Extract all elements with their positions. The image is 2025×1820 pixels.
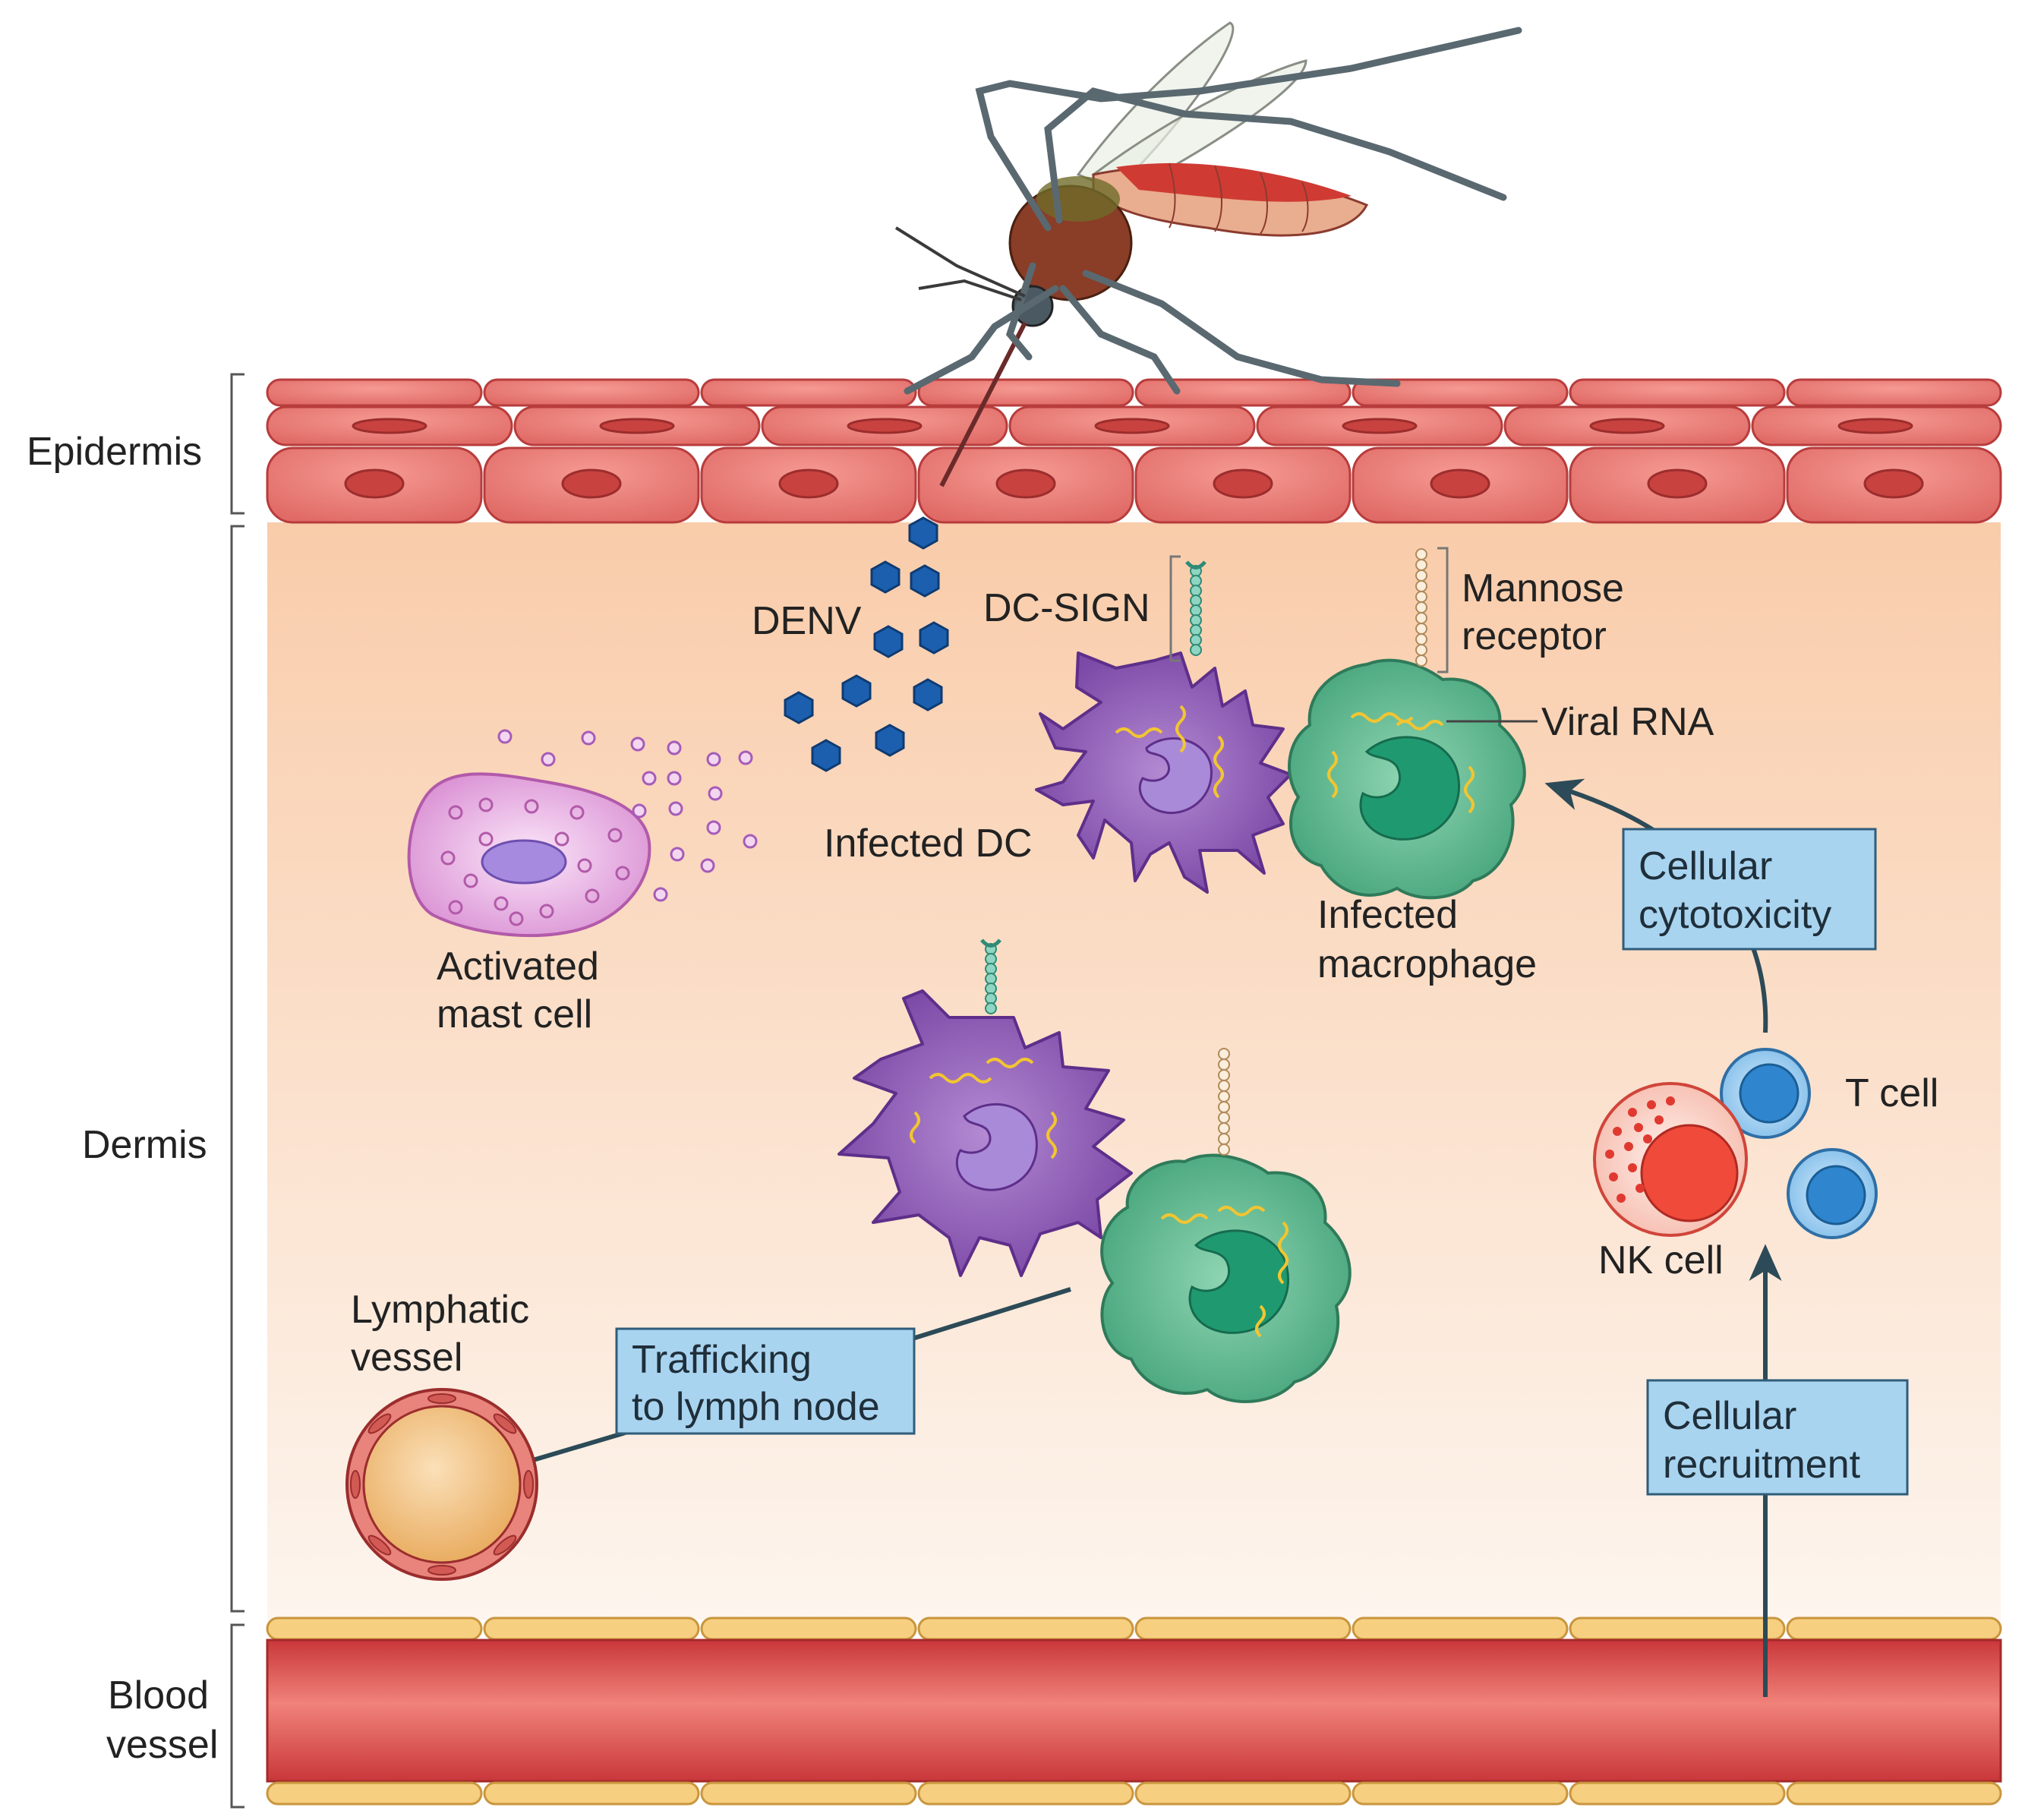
epidermis-label: Epidermis (27, 430, 202, 474)
lymphatic-vessel (345, 1388, 538, 1581)
blood-vessel-label-line1: Blood (108, 1673, 209, 1717)
infected-macrophage-label-line2: macrophage (1317, 942, 1537, 986)
infected-dc-label: Infected DC (824, 822, 1033, 866)
infected-macrophage-label-line1: Infected (1317, 893, 1458, 937)
mosquito-icon (894, 21, 1522, 487)
blood-vessel-layer (266, 1617, 2002, 1806)
dc-sign-bracket (1169, 555, 1181, 662)
infected-macrophage-bottom (1100, 1048, 1352, 1403)
layer-brackets (230, 373, 244, 1809)
t-cell-1 (1720, 1048, 1811, 1139)
cellular-cytotoxicity-line2: cytotoxicity (1639, 893, 1831, 937)
lymphatic-vessel-label-line2: vessel (351, 1336, 462, 1380)
nk-cell-label: NK cell (1598, 1238, 1724, 1282)
infected-dc-bottom (837, 938, 1133, 1277)
mannose-receptor-label-line1: Mannose (1462, 566, 1624, 610)
cellular-recruitment-box: Cellular recruitment (1646, 1379, 1909, 1496)
infected-dc-top (1035, 560, 1292, 894)
trafficking-line2: to lymph node (632, 1385, 880, 1429)
cellular-cytotoxicity-line1: Cellular (1639, 844, 1772, 888)
dermis-label: Dermis (82, 1123, 207, 1167)
t-cell-label: T cell (1845, 1071, 1938, 1115)
mast-cell-label-line1: Activated (437, 945, 599, 989)
t-cell-2 (1787, 1148, 1878, 1239)
trafficking-line1: Trafficking (632, 1338, 812, 1382)
mannose-receptor-label-line2: receptor (1462, 614, 1607, 658)
denv-virus-particles (784, 516, 949, 772)
activated-mast-cell (407, 729, 758, 938)
dc-sign-label: DC-SIGN (983, 586, 1150, 630)
blood-vessel-label-line2: vessel (106, 1723, 218, 1767)
mast-cell-label-line2: mast cell (437, 992, 592, 1036)
epidermis-layer (266, 378, 2002, 524)
infected-macrophage-top (1288, 548, 1526, 900)
mannose-bracket (1437, 547, 1449, 673)
denv-label: DENV (752, 599, 862, 643)
trafficking-box: Trafficking to lymph node (615, 1327, 916, 1435)
nk-cell (1593, 1082, 1748, 1237)
cellular-cytotoxicity-box: Cellular cytotoxicity (1622, 828, 1877, 951)
lymphatic-vessel-label-line1: Lymphatic (351, 1288, 529, 1332)
cellular-recruitment-line2: recruitment (1663, 1443, 1861, 1487)
viral-rna-label: Viral RNA (1541, 700, 1714, 744)
cellular-recruitment-line1: Cellular (1663, 1394, 1796, 1438)
